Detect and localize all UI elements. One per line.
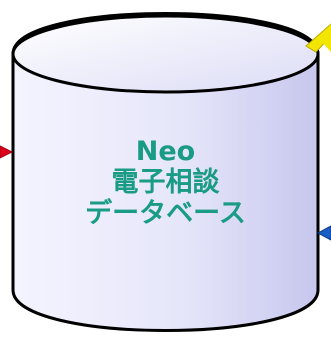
database-label-line-3: データベース xyxy=(85,198,246,229)
database-label-line-1: Neo xyxy=(135,136,196,167)
database-label: Neo 電子相談 データベース xyxy=(0,136,331,229)
database-label-line-2: 電子相談 xyxy=(111,167,220,198)
arrow-top-right xyxy=(305,23,331,53)
arrow-right xyxy=(316,225,331,241)
arrow-left xyxy=(0,145,14,159)
database-cylinder-body xyxy=(11,12,320,332)
database-cylinder-top xyxy=(11,14,320,94)
